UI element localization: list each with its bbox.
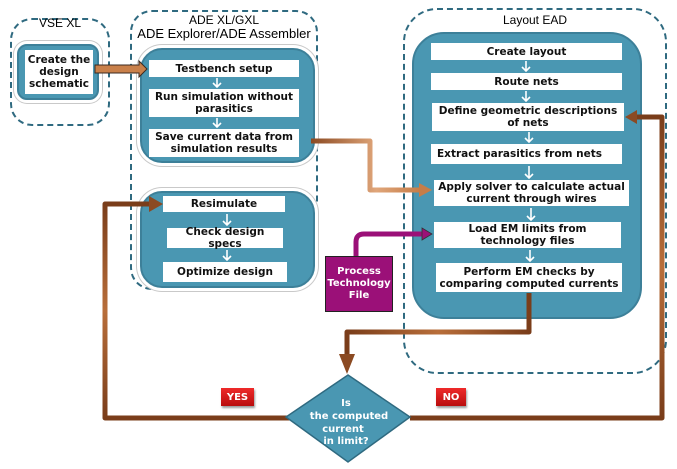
connector-yes-to-resimulate — [102, 196, 290, 421]
down-arrow-icon — [526, 208, 536, 222]
decision-label-line2: the computed — [310, 411, 388, 422]
vse-xl-title: VSE XL — [38, 16, 82, 30]
decision-label-line4: in limit? — [323, 436, 369, 447]
decision-label-line3: current — [322, 424, 364, 435]
down-arrow-icon — [525, 250, 535, 263]
ade-group — [130, 10, 318, 290]
down-arrow-icon — [524, 166, 534, 180]
step-run-simulation[interactable]: Run simulation without parasitics — [149, 89, 299, 117]
step-extract-parasitics[interactable]: Extract parasitics from nets — [431, 144, 622, 164]
step-check-design-specs[interactable]: Check design specs — [167, 226, 283, 250]
down-arrow-icon — [222, 214, 232, 227]
connector-vse-to-testbench — [94, 59, 148, 79]
down-arrow-icon — [521, 91, 531, 103]
no-badge: NO — [436, 388, 466, 406]
step-create-design-schematic[interactable]: Create the design schematic — [25, 50, 93, 94]
decision-diamond[interactable] — [284, 374, 412, 463]
down-arrow-icon — [222, 250, 232, 262]
down-arrow-icon — [212, 78, 222, 89]
ade-title-line1: ADE XL/GXL — [188, 13, 260, 27]
step-define-geometric-descriptions[interactable]: Define geometric descriptions of nets — [432, 103, 624, 131]
ade-title-line2: ADE Explorer/ADE Assembler — [137, 26, 311, 41]
step-apply-solver[interactable]: Apply solver to calculate actual current… — [434, 180, 629, 206]
down-arrow-icon — [521, 61, 531, 73]
connector-process-file-to-em-limits — [353, 227, 433, 256]
yes-badge: YES — [221, 388, 254, 406]
process-technology-file[interactable]: Process Technology File — [325, 256, 393, 312]
down-arrow-icon — [524, 132, 534, 144]
layout-ead-title: Layout EAD — [502, 13, 568, 27]
decision-label-line1: Is — [341, 398, 351, 409]
step-resimulate[interactable]: Resimulate — [163, 196, 285, 212]
connector-em-checks-to-decision — [339, 293, 532, 374]
step-optimize-design[interactable]: Optimize design — [163, 262, 287, 282]
step-load-em-limits[interactable]: Load EM limits from technology files — [434, 222, 621, 248]
step-save-current-data[interactable]: Save current data from simulation result… — [149, 129, 299, 157]
down-arrow-icon — [212, 118, 222, 129]
step-create-layout[interactable]: Create layout — [431, 43, 622, 60]
step-perform-em-checks[interactable]: Perform EM checks by comparing computed … — [436, 263, 622, 292]
step-route-nets[interactable]: Route nets — [431, 73, 622, 90]
connector-no-to-define-geometric — [410, 110, 665, 421]
connector-save-to-solver — [311, 138, 432, 197]
step-testbench-setup[interactable]: Testbench setup — [149, 60, 299, 77]
